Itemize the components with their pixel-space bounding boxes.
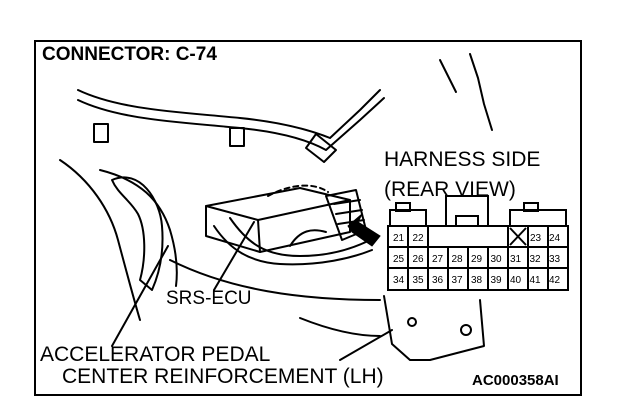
diagram-frame xyxy=(34,40,582,396)
pin-30: 30 xyxy=(491,254,503,265)
pin-26: 26 xyxy=(413,254,425,265)
pin-21: 21 xyxy=(393,233,405,244)
srs-ecu-body xyxy=(205,187,351,253)
pin-28: 28 xyxy=(452,254,464,265)
pin-24: 24 xyxy=(549,233,561,244)
arrow-icon xyxy=(347,213,381,247)
view-label-line1: HARNESS SIDE xyxy=(384,148,541,171)
pin-25: 25 xyxy=(393,254,405,265)
pin-35: 35 xyxy=(413,275,425,286)
component-label: SRS-ECU xyxy=(166,288,252,309)
upper-harness xyxy=(77,89,381,139)
accelerator-pedal-bracket xyxy=(111,176,164,291)
view-label-line2: (REAR VIEW) xyxy=(384,178,516,201)
pin-33: 33 xyxy=(549,254,561,265)
figure-id: AC000358AI xyxy=(472,372,559,389)
location-label-line1: ACCELERATOR PEDAL xyxy=(40,343,271,366)
pin-22: 22 xyxy=(413,233,425,244)
pin-27: 27 xyxy=(432,254,444,265)
location-label-line2: CENTER REINFORCEMENT (LH) xyxy=(62,365,384,388)
pin-42: 42 xyxy=(549,275,561,286)
pin-31: 31 xyxy=(510,254,522,265)
pin-23: 23 xyxy=(530,233,542,244)
pin-37: 37 xyxy=(452,275,464,286)
pin-38: 38 xyxy=(471,275,483,286)
pin-36: 36 xyxy=(432,275,444,286)
connector-title: CONNECTOR: C-74 xyxy=(42,44,217,65)
connector-face xyxy=(387,195,569,291)
pin-40: 40 xyxy=(510,275,522,286)
pin-34: 34 xyxy=(393,275,405,286)
pin-39: 39 xyxy=(491,275,503,286)
pin-41: 41 xyxy=(530,275,542,286)
center-reinforcement xyxy=(383,295,485,361)
pin-32: 32 xyxy=(530,254,542,265)
pin-29: 29 xyxy=(471,254,483,265)
